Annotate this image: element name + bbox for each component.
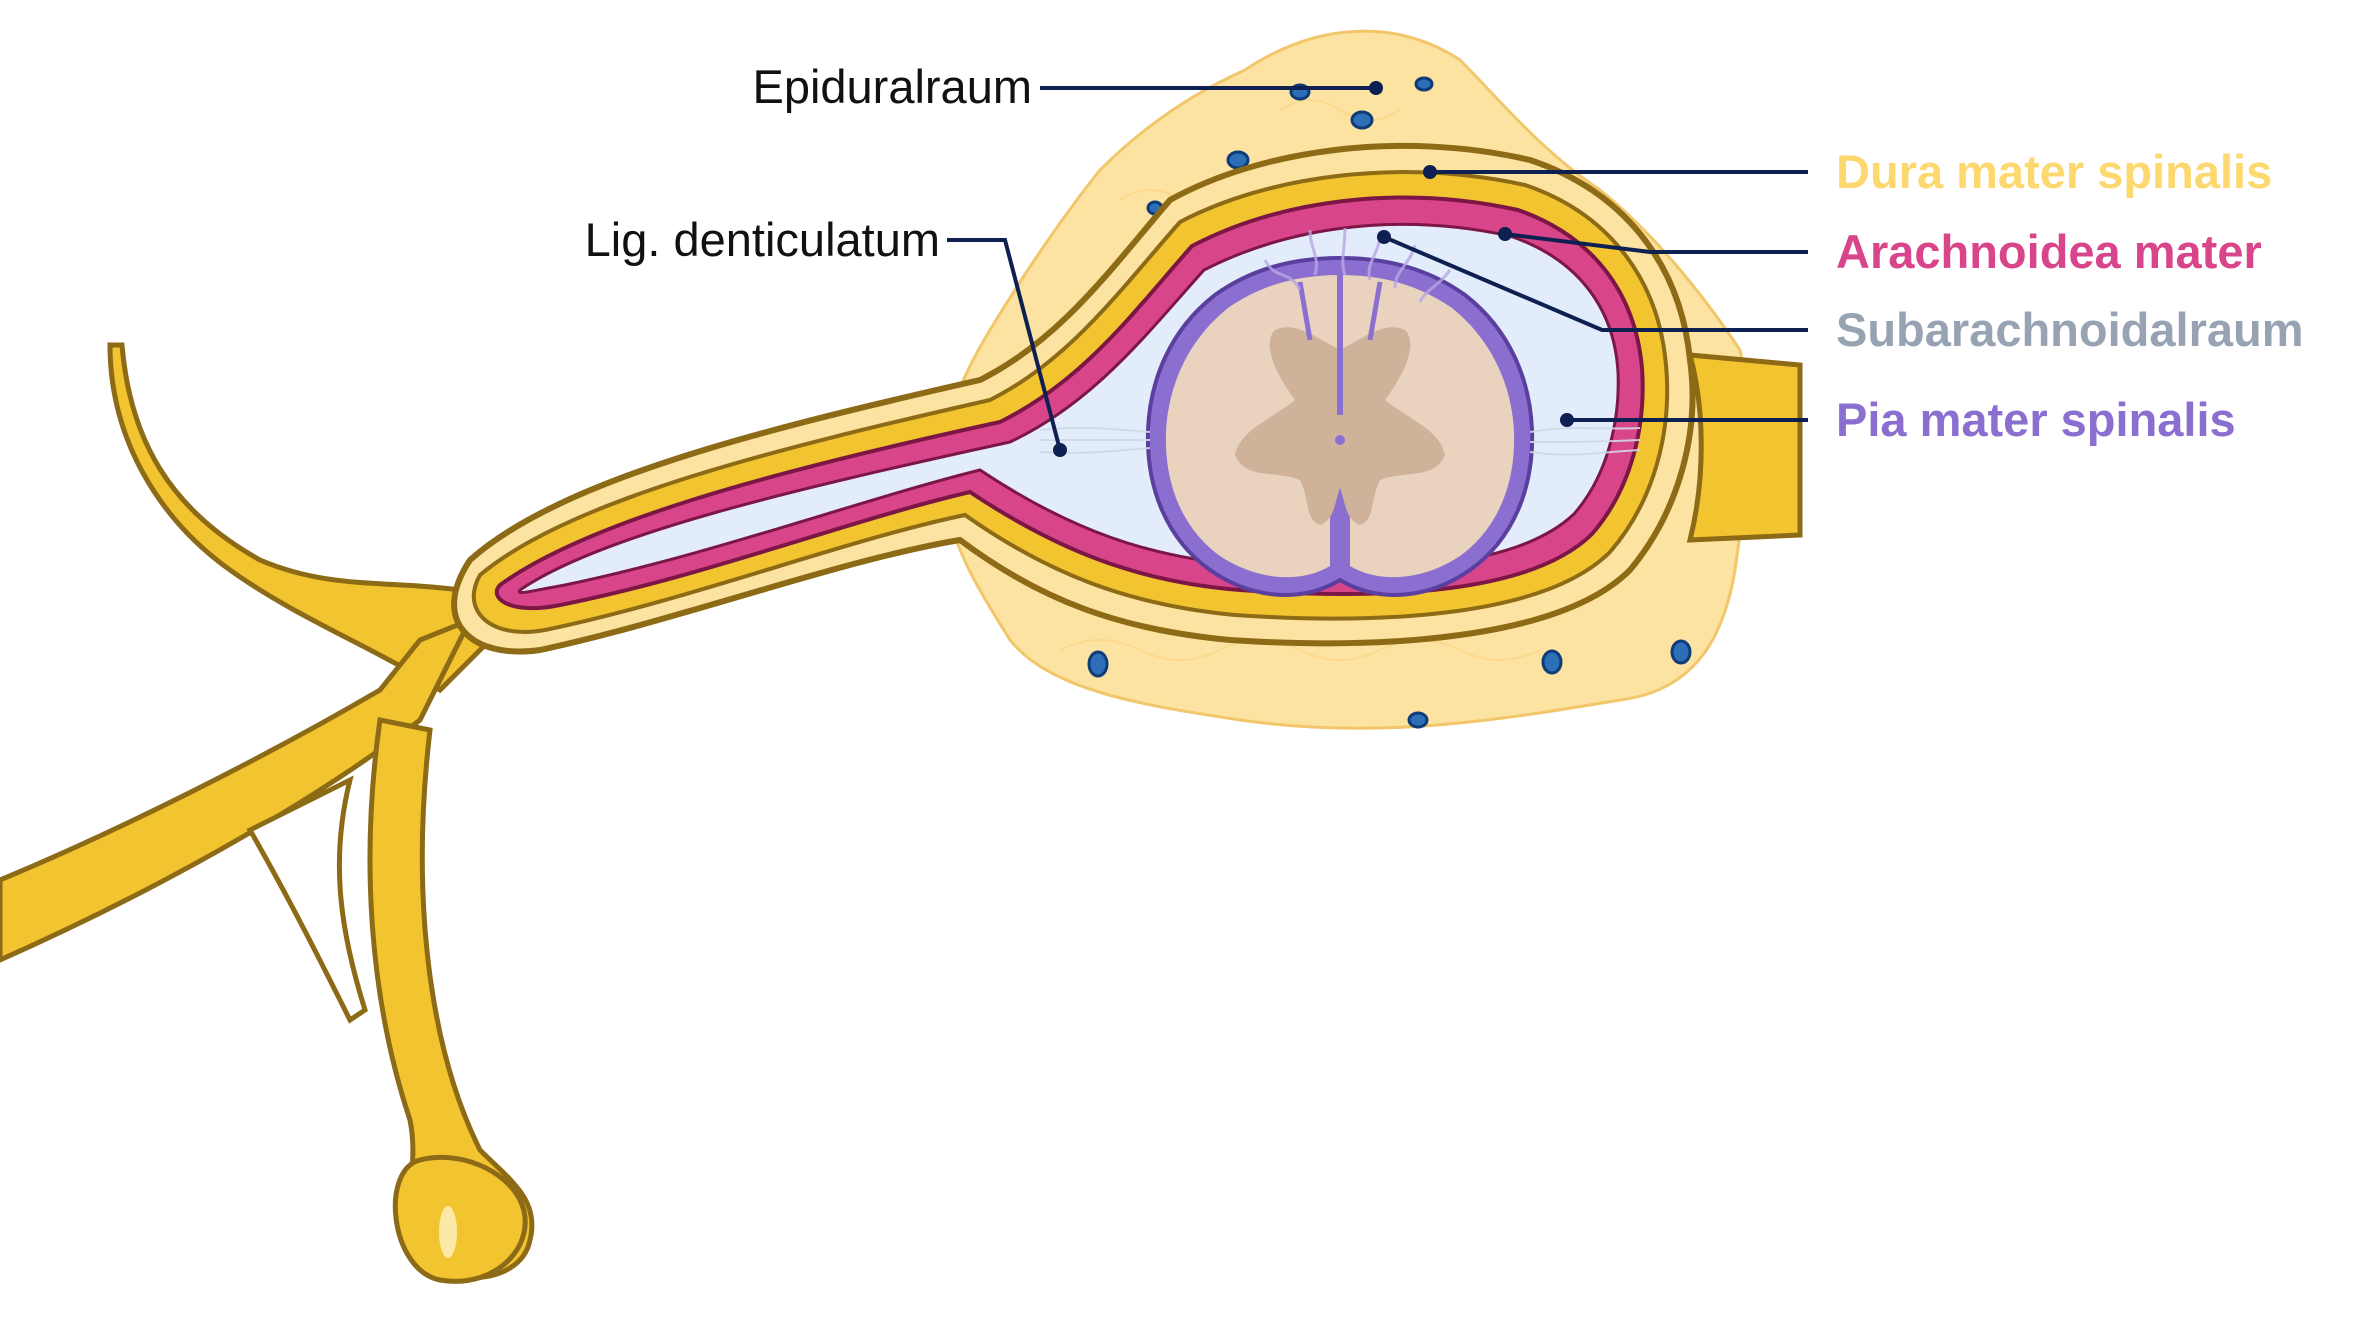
central-canal xyxy=(1335,435,1345,445)
leader-endpoints xyxy=(1053,81,1574,457)
nerve-loop-branch xyxy=(246,775,368,1024)
label-epiduralraum: Epiduralraum xyxy=(752,60,1032,113)
spinal-cord xyxy=(1145,255,1535,597)
nerve-main-trunk xyxy=(0,615,476,963)
posterior-septum-left xyxy=(1297,281,1313,341)
label-subarachnoidalraum: Subarachnoidalraum xyxy=(1836,303,2304,356)
label-lig-denticulatum: Lig. denticulatum xyxy=(585,213,940,266)
grey-matter-butterfly xyxy=(1235,327,1445,525)
label-dura-mater-spinalis: Dura mater spinalis xyxy=(1836,145,2272,198)
leader-subarachnoid xyxy=(1383,235,1808,332)
posterior-septum-right xyxy=(1367,281,1383,341)
arachnoid-trabeculae xyxy=(1263,227,1452,303)
label-pia-mater-spinalis: Pia mater spinalis xyxy=(1836,393,2236,446)
leader-ligament xyxy=(947,238,1062,451)
dura-right-stump xyxy=(1686,352,1803,543)
nerve-ganglion-knob xyxy=(392,1154,528,1284)
spinal-nerve-branches xyxy=(0,342,535,1284)
label-arachnoidea-mater: Arachnoidea mater xyxy=(1836,225,2262,278)
leader-arachnoid xyxy=(1504,232,1808,254)
leader-lines xyxy=(947,86,1808,451)
nerve-upper-branch xyxy=(107,342,525,694)
